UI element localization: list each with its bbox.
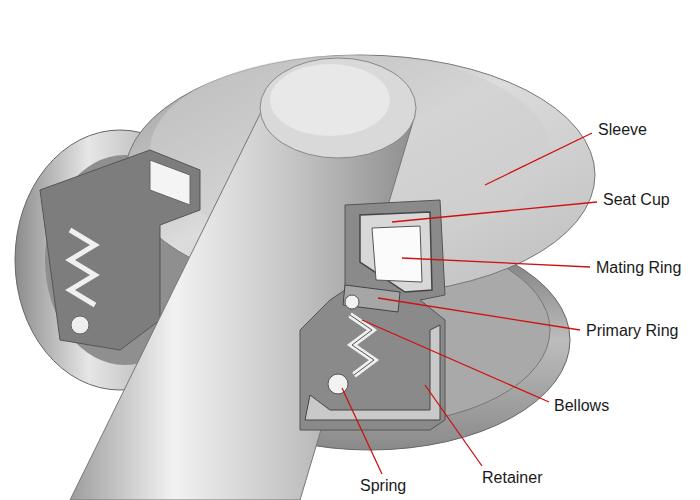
leader-line [342,388,382,474]
part-label: Mating Ring [596,258,681,277]
leader-line [378,298,580,330]
leader-lines [342,133,597,474]
part-label: Seat Cup [603,190,670,209]
leader-line [425,385,482,466]
part-label: Bellows [554,396,609,415]
leader-line [362,320,549,402]
part-label: Retainer [482,468,542,487]
part-label: Primary Ring [586,321,678,340]
leader-line [402,258,590,267]
part-label: Sleeve [598,120,647,139]
leader-line [485,133,592,185]
leader-line [392,202,597,222]
part-label: Spring [360,476,406,495]
